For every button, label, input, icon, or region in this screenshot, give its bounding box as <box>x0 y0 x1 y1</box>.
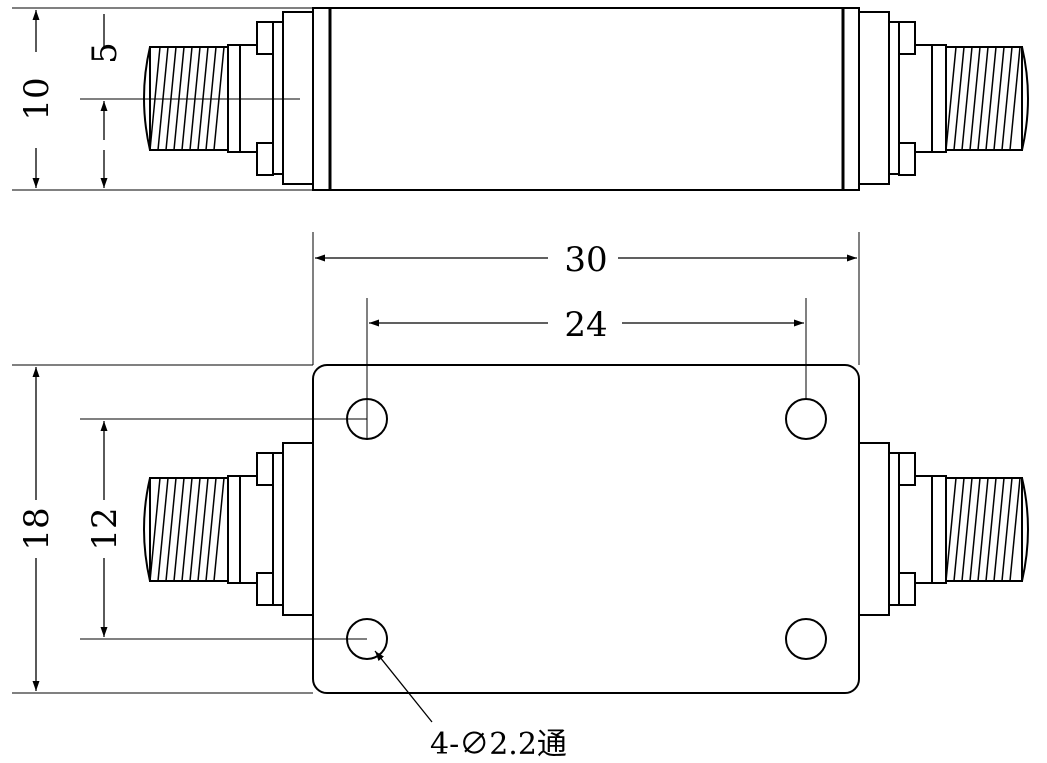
top-left-connector <box>143 442 314 616</box>
dim-30-label: 30 <box>564 240 607 280</box>
top-right-thread-lines <box>945 477 1021 582</box>
mounting-hole-bottom-right <box>785 618 827 660</box>
side-right-thread <box>945 46 1023 151</box>
top-right-connector <box>858 442 1029 616</box>
top-view-body <box>312 364 860 694</box>
dim-5-label: 5 <box>85 42 125 64</box>
mounting-hole-top-right <box>785 398 827 440</box>
side-left-connector <box>143 11 314 185</box>
top-left-thread-lines <box>149 477 225 582</box>
dim-18-label: 18 <box>17 507 57 550</box>
top-left-thread <box>149 477 229 582</box>
side-right-thread-lines <box>945 46 1021 151</box>
side-right-connector <box>858 11 1029 185</box>
dim-10-label: 10 <box>17 77 57 120</box>
hole-callout-leader <box>374 650 433 723</box>
dim-12-label: 12 <box>85 507 125 550</box>
dim-24-label: 24 <box>564 305 607 345</box>
top-view <box>12 232 1029 694</box>
side-view-body <box>312 7 860 191</box>
hole-callout-note: 4-∅2.2通 <box>430 727 567 762</box>
side-view <box>12 7 1029 191</box>
top-right-thread <box>945 477 1023 582</box>
